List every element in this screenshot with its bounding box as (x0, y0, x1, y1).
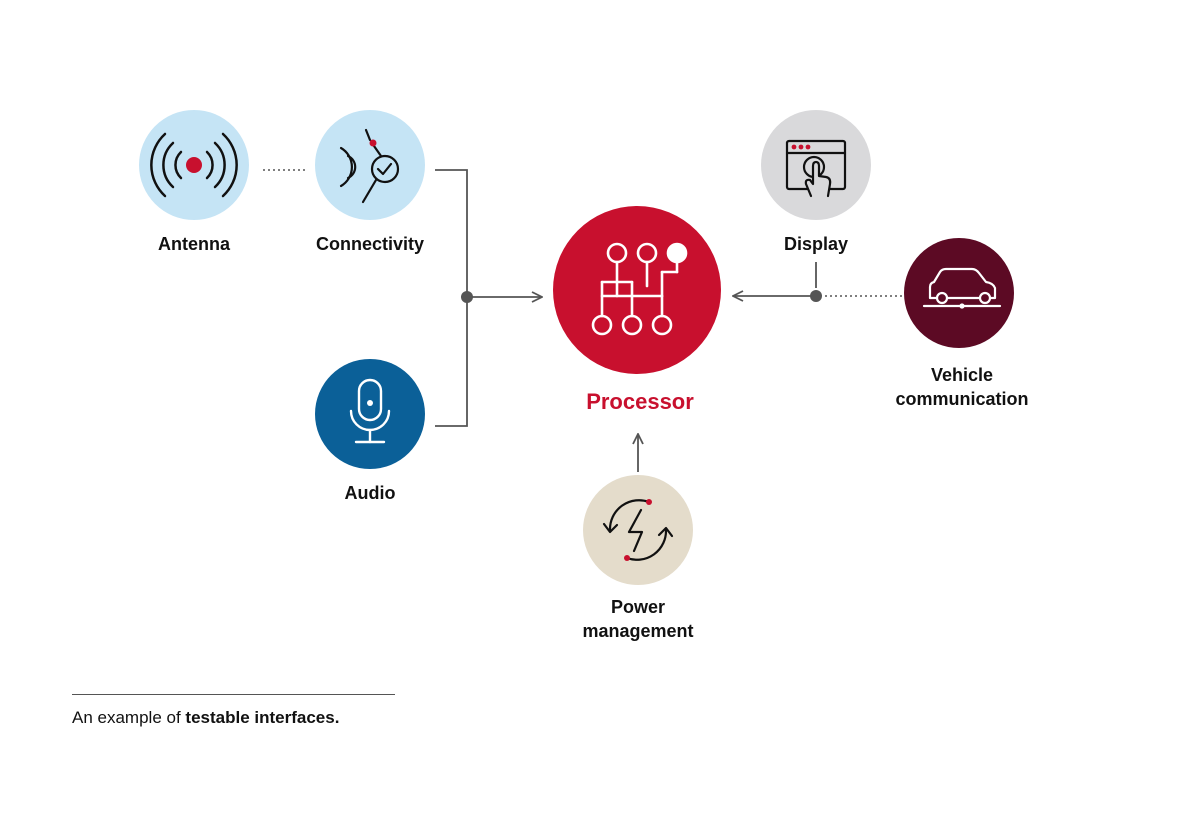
power-node (583, 475, 693, 585)
processor-circuit-icon (591, 242, 688, 336)
figure-caption: An example of testable interfaces. (72, 707, 339, 729)
audio-circle (315, 359, 425, 469)
car-icon (922, 267, 1002, 309)
caption-emphasis: testable interfaces. (185, 708, 340, 727)
caption-divider (72, 694, 395, 695)
audio-label: Audio (344, 483, 396, 503)
processor-label: Processor (586, 389, 694, 414)
vehicle-node (904, 238, 1014, 348)
microphone-icon (349, 378, 391, 444)
caption-prefix: An example of (72, 708, 186, 727)
connectivity-circle (315, 110, 425, 220)
connectivity-node (315, 110, 425, 220)
display-label: Display (783, 234, 849, 254)
display-node (761, 110, 871, 220)
right-junction-dot (810, 290, 822, 302)
touch-screen-icon (785, 139, 847, 198)
vehicle-circle (904, 238, 1014, 348)
processor-node (553, 206, 721, 374)
antenna-signal-icon (150, 132, 238, 198)
antenna-label: Antenna (158, 234, 230, 254)
connectivity-label: Connectivity (315, 234, 425, 254)
vehicle-communication-label: Vehicle communication (895, 365, 1029, 409)
signal-check-icon (339, 128, 400, 204)
left-junction-dot (461, 291, 473, 303)
processor-circle (553, 206, 721, 374)
antenna-node (139, 110, 249, 220)
power-circle (583, 475, 693, 585)
audio-node (315, 359, 425, 469)
power-cycle-icon (602, 499, 674, 561)
power-management-label: Power management (582, 597, 694, 641)
